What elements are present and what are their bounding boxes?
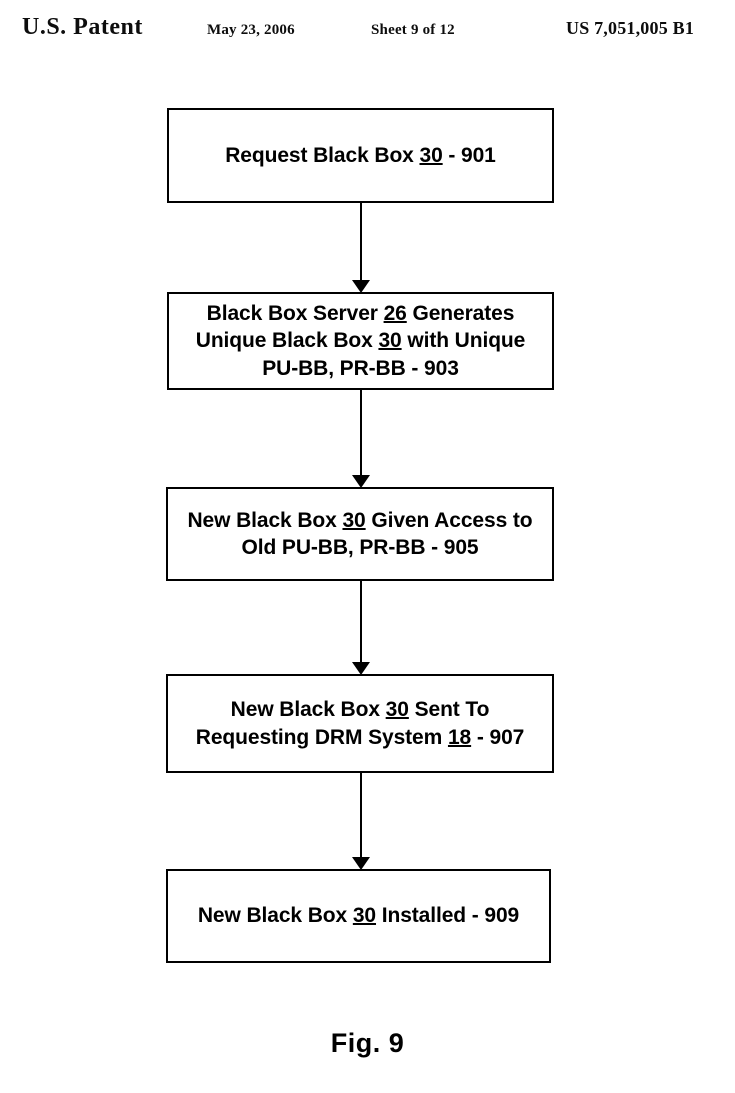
flowchart-node-903: Black Box Server 26 Generates Unique Bla… xyxy=(167,292,554,390)
connector-shaft xyxy=(360,581,362,663)
flowchart-node-901: Request Black Box 30 - 901 xyxy=(167,108,554,203)
patent-number: US 7,051,005 B1 xyxy=(566,18,695,38)
flowchart-connector-907-to-909 xyxy=(349,773,373,870)
flowchart-node-905-label: New Black Box 30 Given Access to Old PU-… xyxy=(187,508,533,559)
arrowhead-down-icon xyxy=(352,857,370,870)
patent-date: May 23, 2006 xyxy=(207,22,295,38)
arrowhead-down-icon xyxy=(352,475,370,488)
patent-sheet-number: Sheet 9 of 12 xyxy=(371,22,455,38)
flowchart-node-903-label: Black Box Server 26 Generates Unique Bla… xyxy=(195,302,526,380)
flowchart-connector-901-to-903 xyxy=(349,203,373,293)
flowchart-node-909: New Black Box 30 Installed - 909 xyxy=(166,869,551,963)
patent-header: U.S. Patent May 23, 2006 Sheet 9 of 12 U… xyxy=(0,0,735,52)
flowchart-node-901-label: Request Black Box 30 - 901 xyxy=(225,143,496,167)
connector-shaft xyxy=(360,390,362,476)
patent-office-label: U.S. Patent xyxy=(22,14,143,40)
arrowhead-down-icon xyxy=(352,662,370,675)
flowchart-connector-905-to-907 xyxy=(349,581,373,675)
arrowhead-down-icon xyxy=(352,280,370,293)
flowchart-node-909-label: New Black Box 30 Installed - 909 xyxy=(197,904,520,928)
flowchart-node-907: New Black Box 30 Sent To Requesting DRM … xyxy=(166,674,554,773)
connector-shaft xyxy=(360,203,362,281)
flowchart-node-905: New Black Box 30 Given Access to Old PU-… xyxy=(166,487,554,581)
connector-shaft xyxy=(360,773,362,858)
figure-caption: Fig. 9 xyxy=(330,1028,405,1058)
flowchart-connector-903-to-905 xyxy=(349,390,373,488)
flowchart-node-907-label: New Black Box 30 Sent To Requesting DRM … xyxy=(195,698,525,749)
